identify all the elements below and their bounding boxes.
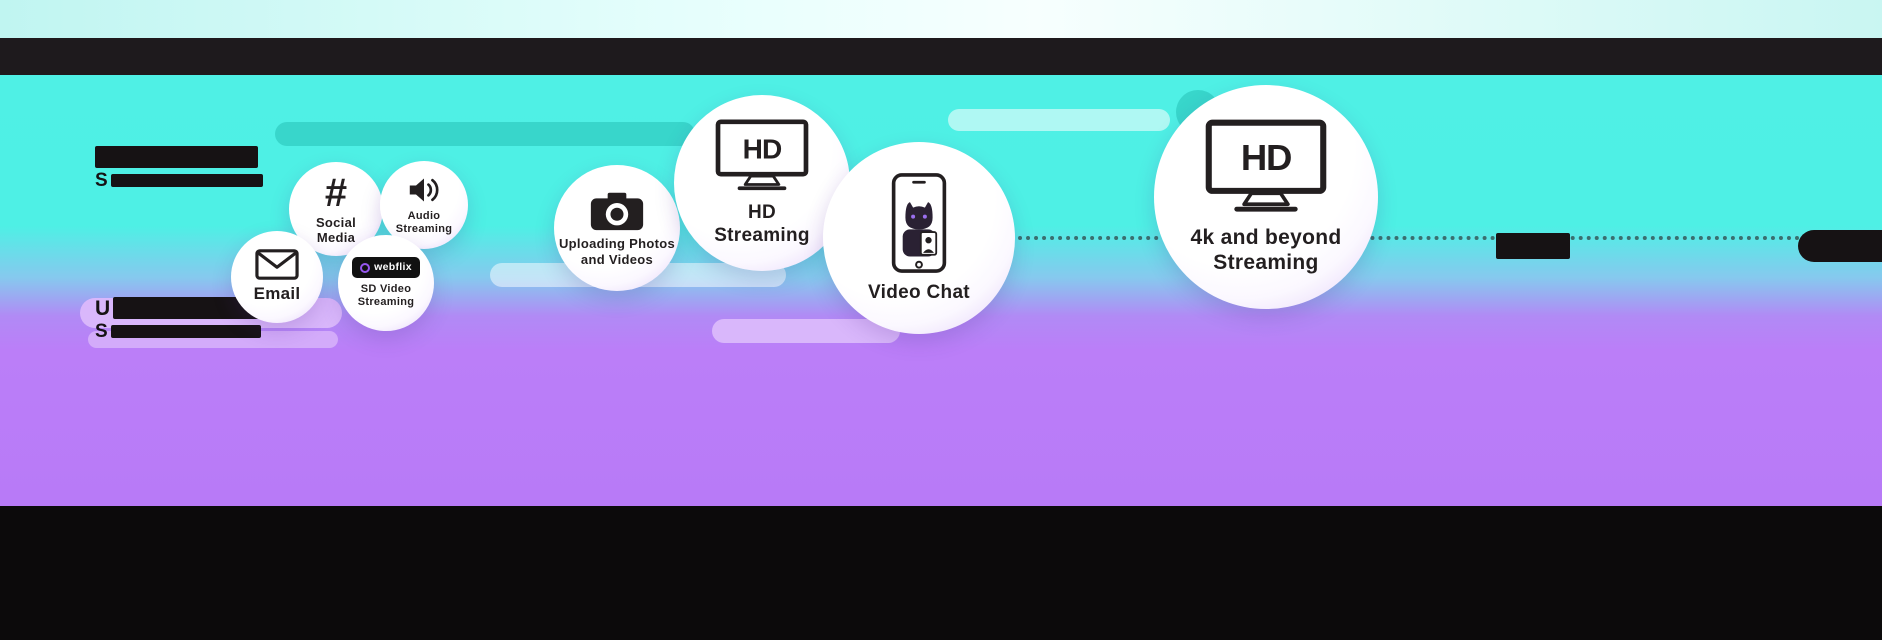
video-chat-phone-icon xyxy=(890,172,948,274)
decor-pill-lavender xyxy=(712,319,900,343)
bubble-label: Streaming xyxy=(714,224,810,246)
bubble-label: HD xyxy=(747,202,777,224)
webflix-label: webflix xyxy=(374,261,412,274)
decor-pill-dark xyxy=(1798,230,1882,262)
bubble-label: Streaming xyxy=(1213,250,1319,274)
bubble-label: Video Chat xyxy=(868,281,970,303)
redacted-text-bar xyxy=(113,297,264,319)
camera-icon xyxy=(589,189,645,232)
header-dark-band xyxy=(0,38,1882,75)
bubble-label: Email xyxy=(253,284,301,304)
decor-pill-teal xyxy=(275,122,695,146)
webflix-badge-icon: webflix xyxy=(352,257,420,278)
webflix-logo-icon xyxy=(360,262,371,273)
bubble-sd-video-streaming: webflix SD Video Streaming xyxy=(338,235,434,331)
speed-tier-label-2: U S xyxy=(95,296,264,342)
redacted-text-bar xyxy=(110,174,263,187)
bubble-label: and Videos xyxy=(580,251,654,267)
speaker-icon xyxy=(406,174,442,206)
bubble-label: Uploading Photos xyxy=(558,236,675,252)
bubble-label: Audio xyxy=(407,210,441,223)
hd-tv-text: HD xyxy=(1241,137,1291,178)
bubble-email: Email xyxy=(231,231,323,323)
bubble-label: Streaming xyxy=(395,223,453,235)
bubble-label: SD Video xyxy=(360,282,412,295)
hashtag-icon: # xyxy=(324,170,348,215)
redacted-text-bar xyxy=(1496,233,1570,259)
speed-tier-letter: S xyxy=(95,170,108,191)
hd-tv-icon: HD xyxy=(715,119,809,192)
redacted-text-bar xyxy=(95,146,258,168)
bubble-audio-streaming: Audio Streaming xyxy=(380,161,468,249)
speed-tier-letter: S xyxy=(95,321,108,342)
top-light-band xyxy=(0,0,1882,38)
hd-tv-icon: HD xyxy=(1205,119,1327,214)
bubble-hd-streaming: HD HD Streaming xyxy=(674,95,850,271)
bubble-video-chat: Video Chat xyxy=(823,142,1015,334)
bubble-label: Media xyxy=(316,230,356,245)
decor-pill-light xyxy=(948,109,1170,131)
bubble-4k-streaming: HD 4k and beyond Streaming xyxy=(1154,85,1378,309)
bubble-label: 4k and beyond xyxy=(1190,225,1342,249)
bubble-label: Social xyxy=(315,214,357,230)
speed-tier-label-1: S xyxy=(95,146,263,190)
envelope-icon xyxy=(255,249,299,281)
bubble-label: Streaming xyxy=(357,295,415,308)
hd-tv-text: HD xyxy=(743,133,782,164)
bubble-uploading-photos: Uploading Photos and Videos xyxy=(554,165,680,291)
dotted-speed-line xyxy=(1002,236,1808,240)
footer-dark-band xyxy=(0,506,1882,640)
redacted-text-bar xyxy=(110,325,261,338)
speed-tier-letter: U xyxy=(95,296,111,320)
